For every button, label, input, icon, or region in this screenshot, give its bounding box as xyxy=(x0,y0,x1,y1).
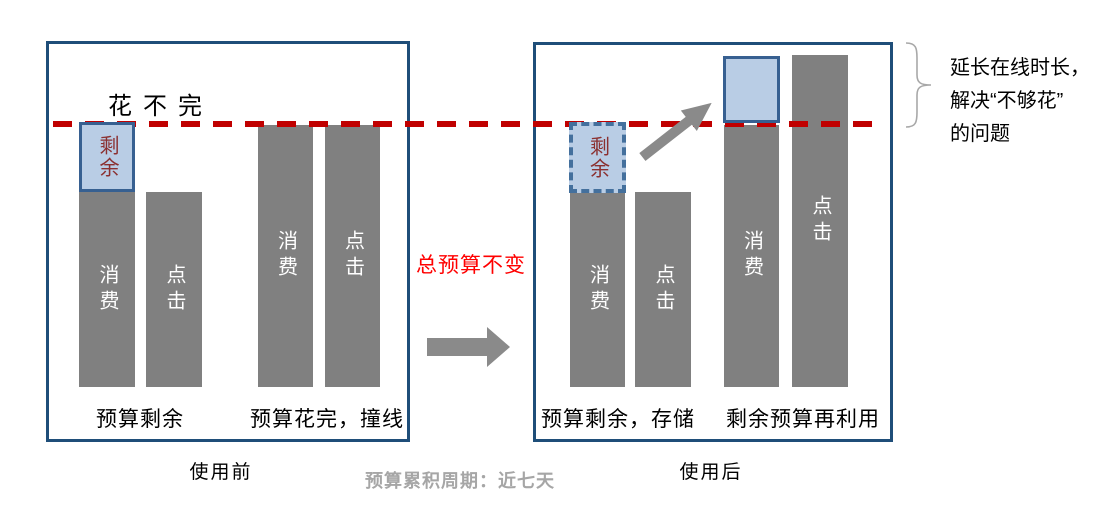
benefit-note: 延长在线时长， 解决“不够花” 的问题 xyxy=(950,52,1090,151)
group-label-budget-spent: 预算花完，撞线 xyxy=(250,408,404,431)
surplus-label: 剩余 xyxy=(586,135,609,180)
transition-arrow-icon xyxy=(427,327,510,367)
bar-label: 点击 xyxy=(341,230,364,282)
brace-icon xyxy=(903,42,935,133)
reused-budget-box xyxy=(723,56,780,123)
caption-before: 使用前 xyxy=(189,462,253,483)
bar-clicks-after-1: 点击 xyxy=(635,192,691,387)
reuse-arrow-icon xyxy=(634,93,719,168)
bar-label: 点击 xyxy=(809,195,831,247)
group-label-surplus-stored: 预算剩余，存储 xyxy=(541,408,695,431)
cant-spend-label: 花不完 xyxy=(108,93,213,120)
bar-clicks-before-2: 点击 xyxy=(325,125,380,387)
caption-after: 使用后 xyxy=(679,462,743,483)
bar-label: 消费 xyxy=(274,230,297,282)
budget-period-note: 预算累积周期：近七天 xyxy=(365,471,555,491)
benefit-note-line3: 的问题 xyxy=(950,123,1010,145)
group-label-budget-left: 预算剩余 xyxy=(96,408,184,431)
bar-label: 消费 xyxy=(740,230,763,282)
bar-label: 点击 xyxy=(163,263,185,316)
bar-consumption-after-2: 消费 xyxy=(724,125,779,387)
group-label-surplus-reused: 剩余预算再利用 xyxy=(726,408,880,431)
bar-consumption-before-1: 消费 xyxy=(79,192,135,387)
benefit-note-line2: 解决“不够花” xyxy=(950,90,1064,112)
bar-clicks-before-1: 点击 xyxy=(146,192,202,387)
bar-label: 消费 xyxy=(96,263,118,316)
after-panel xyxy=(533,42,893,442)
benefit-note-line1: 延长在线时长， xyxy=(950,57,1090,79)
before-panel xyxy=(46,41,410,442)
surplus-box-dashed: 剩余 xyxy=(569,122,626,193)
bar-label: 点击 xyxy=(652,263,674,316)
total-budget-note: 总预算不变 xyxy=(416,254,526,277)
bar-clicks-after-2: 点击 xyxy=(792,55,848,387)
surplus-box-solid: 剩余 xyxy=(79,122,135,192)
bar-consumption-before-2: 消费 xyxy=(258,125,313,387)
bar-label: 消费 xyxy=(586,264,609,316)
budget-cap-line xyxy=(53,121,883,127)
surplus-label: 剩余 xyxy=(96,135,118,179)
bar-consumption-after-1: 消费 xyxy=(570,193,625,387)
